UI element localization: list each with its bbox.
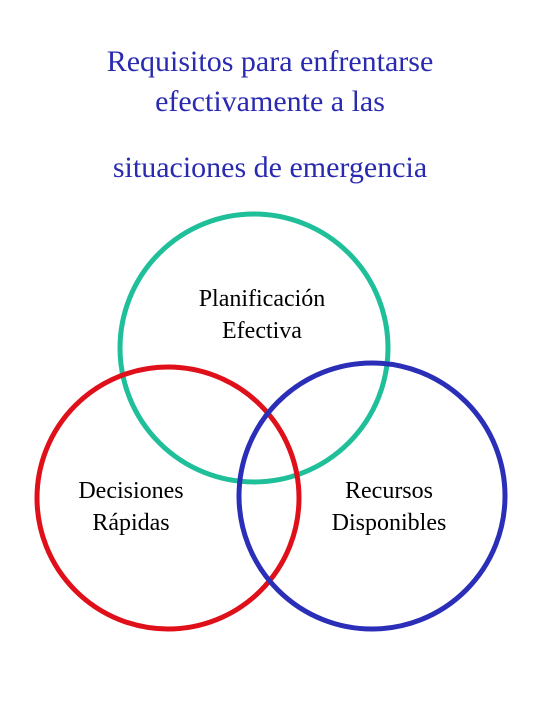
label-planificacion-line-1: Planificación: [199, 286, 326, 312]
circle-planificacion: [117, 211, 391, 485]
label-planificacion-line-2: Efectiva: [222, 318, 302, 344]
label-recursos-line-1: Recursos: [345, 478, 433, 504]
circle-recursos: [236, 360, 508, 632]
title-line-1: Requisitos para enfrentarse: [106, 45, 434, 78]
label-recursos-line-2: Disponibles: [332, 510, 447, 536]
title-line-3: situaciones de emergencia: [112, 151, 428, 184]
label-decisiones-line-2: Rápidas: [92, 510, 169, 536]
label-decisiones-line-1: Decisiones: [78, 478, 183, 504]
title-line-2: efectivamente a las: [155, 85, 385, 118]
circle-decisiones: [34, 364, 302, 632]
